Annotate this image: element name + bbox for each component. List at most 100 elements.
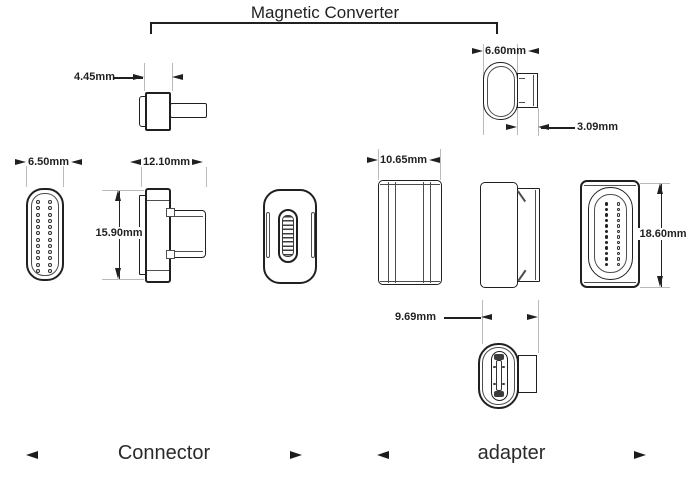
dim-leader-line — [444, 317, 481, 319]
dim-connector-front-width: 6.50mm — [15, 156, 82, 168]
pin-dot — [616, 251, 620, 255]
dim-arrow-left-icon — [172, 74, 183, 80]
adapter-back-top-line — [584, 185, 636, 186]
dim-arrow-left-icon — [130, 159, 141, 165]
pin-dot — [47, 243, 52, 248]
dim-arrow-up-icon — [657, 183, 663, 194]
receptacle-tongue — [496, 360, 502, 391]
pin-dot — [47, 206, 52, 211]
pin-dot — [35, 250, 40, 255]
dim-arrow-left-icon — [527, 48, 539, 54]
connector-top-plug — [170, 103, 207, 118]
connector-side-body — [145, 188, 171, 283]
dim-adapter-bottom-depth: 9.69mm — [395, 311, 436, 323]
ext-line — [102, 279, 144, 280]
pin-dot — [604, 240, 608, 244]
pin-dot — [35, 225, 40, 230]
connector-side-plug — [170, 210, 206, 258]
dim-value: 10.65mm — [380, 154, 428, 166]
adapter-front-edge-line — [430, 182, 431, 283]
adapter-plug-top-body — [517, 73, 538, 108]
pin-dot — [616, 257, 620, 261]
ext-line — [377, 149, 379, 180]
ext-line — [140, 167, 142, 187]
pin-dot — [47, 200, 52, 204]
dim-adapter-plug-width: 6.60mm — [472, 45, 539, 57]
ext-line — [439, 149, 441, 180]
pin-dot — [35, 212, 40, 217]
pin-dot — [604, 224, 608, 228]
dim-value: 6.50mm — [28, 156, 69, 168]
pin-dot — [35, 256, 40, 261]
adapter-side-plug-line — [535, 190, 536, 280]
pin-dot — [604, 202, 608, 206]
pin-dot — [47, 237, 52, 242]
adapter-plug-top-mark — [519, 102, 525, 103]
dim-arrow-left-icon — [481, 314, 492, 320]
adapter-pin-column-right — [616, 202, 620, 266]
receptacle-tick — [493, 383, 496, 385]
dim-arrow-up-icon — [115, 190, 121, 201]
section-marker-right-icon — [634, 451, 646, 459]
pin-dot — [616, 218, 620, 222]
dim-connector-height: 15.90mm — [94, 227, 144, 239]
adapter-pin-column-left — [604, 202, 608, 266]
dim-arrow-right-icon — [472, 48, 483, 54]
section-marker-left-icon — [377, 451, 389, 459]
pin-dot — [616, 213, 620, 217]
pin-dot — [35, 237, 40, 242]
ext-line — [537, 108, 539, 136]
pin-dot — [47, 250, 52, 255]
pin-dot — [604, 207, 608, 211]
pin-dot — [616, 246, 620, 250]
pin-dot — [616, 207, 620, 211]
section-marker-right-icon — [290, 451, 302, 459]
pin-dot — [47, 262, 52, 267]
pin-dot — [35, 231, 40, 236]
pin-dot — [35, 243, 40, 248]
receptacle-tick — [502, 366, 505, 368]
adapter-back-bottom-line — [584, 282, 636, 283]
dim-arrow-right-icon — [527, 314, 538, 320]
connector-side-tab-bottom — [166, 250, 175, 259]
connector-top-body — [145, 92, 171, 131]
ext-line — [482, 300, 483, 344]
adapter-front-top-line — [380, 184, 440, 185]
dim-arrow-left-icon — [538, 124, 549, 130]
adapter-side-plug — [517, 188, 540, 282]
receptacle-top-contact — [494, 354, 504, 360]
receptacle-tick — [502, 383, 505, 385]
dim-arrow-right-icon — [506, 124, 517, 130]
dim-arrow-down-icon — [115, 268, 121, 279]
pin-dot — [616, 224, 620, 228]
pin-dot — [47, 231, 52, 236]
ext-line — [102, 190, 144, 191]
ext-line — [63, 166, 64, 187]
ext-line — [143, 63, 145, 91]
dim-value: 12.10mm — [143, 156, 191, 168]
adapter-side-body — [480, 182, 518, 288]
adapter-bottom-body — [518, 355, 537, 393]
dim-arrow-down-icon — [657, 276, 663, 287]
pin-dot — [616, 262, 620, 266]
pin-dot — [616, 240, 620, 244]
pin-dot — [604, 218, 608, 222]
ext-line — [537, 300, 539, 353]
title-bracket — [150, 22, 498, 34]
dim-adapter-plug-depth: 3.09mm — [577, 121, 618, 133]
pin-dot — [47, 225, 52, 230]
connector-section-label: Connector — [117, 442, 211, 464]
pin-dot — [616, 229, 620, 233]
dim-arrow-left-icon — [70, 159, 82, 165]
pin-dot — [604, 262, 608, 266]
section-marker-left-icon — [26, 451, 38, 459]
pin-dot — [604, 229, 608, 233]
dim-connector-side-length: 12.10mm — [130, 156, 204, 168]
pin-dot — [47, 268, 52, 273]
adapter-plug-top-mark — [519, 78, 525, 79]
pin-dot — [604, 213, 608, 217]
connector-side-plug-line — [173, 216, 203, 217]
pin-dot — [616, 202, 620, 206]
pin-dot — [47, 212, 52, 217]
